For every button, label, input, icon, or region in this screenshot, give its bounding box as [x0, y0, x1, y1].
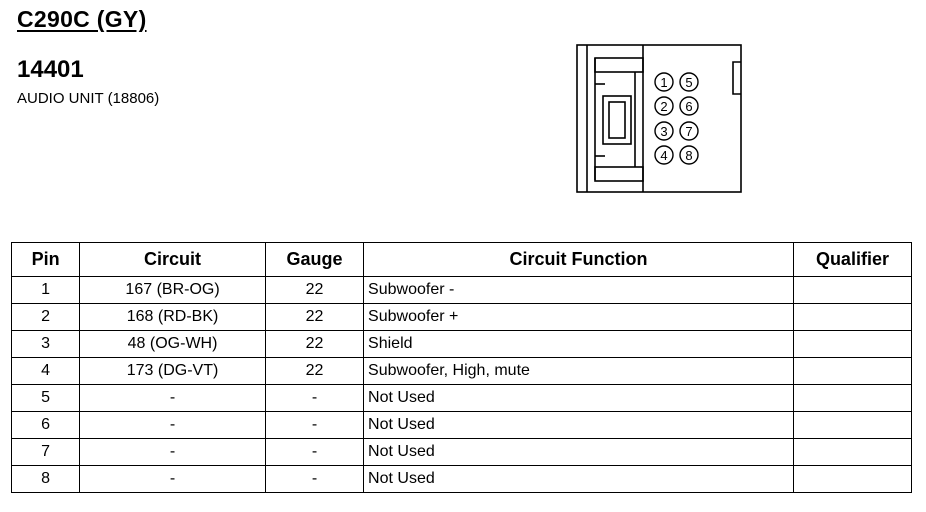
- cell-pin: 2: [10, 303, 81, 331]
- pin-label-2: 2: [660, 99, 667, 114]
- cell-gauge: -: [264, 438, 365, 466]
- pinout-table: Pin Circuit Gauge Circuit Function Quali…: [10, 242, 913, 493]
- table-row: 1 167 (BR-OG) 22 Subwoofer -: [10, 276, 913, 304]
- cell-function: Not Used: [363, 465, 794, 493]
- cell-qualifier: [792, 357, 913, 385]
- pin-label-1: 1: [660, 75, 667, 90]
- pin-cavity-7: [679, 121, 699, 141]
- cell-circuit: 48 (OG-WH): [79, 330, 266, 358]
- header-gauge: Gauge: [264, 242, 365, 277]
- cell-circuit: -: [79, 411, 266, 439]
- pin-cavity-6: [679, 96, 699, 116]
- pin-cavity-8: [679, 145, 699, 165]
- cell-pin: 7: [10, 438, 81, 466]
- table-header-row: Pin Circuit Gauge Circuit Function Quali…: [10, 242, 913, 277]
- cell-qualifier: [792, 276, 913, 304]
- cell-circuit: -: [79, 465, 266, 493]
- connector-title: C290C (GY): [17, 6, 147, 32]
- cell-gauge: 22: [264, 330, 365, 358]
- cell-gauge: -: [264, 411, 365, 439]
- cell-gauge: -: [264, 465, 365, 493]
- pin-cavity-2: [654, 96, 674, 116]
- pin-cavity-1: [654, 72, 674, 92]
- part-name: AUDIO UNIT (18806): [17, 90, 160, 107]
- cell-circuit: -: [79, 384, 266, 412]
- connector-face-diagram: 1 2 3 4 5 6 7 8: [576, 44, 742, 193]
- cell-pin: 8: [10, 465, 81, 493]
- cell-pin: 4: [10, 357, 81, 385]
- cell-function: Not Used: [363, 438, 794, 466]
- cell-circuit: 167 (BR-OG): [79, 276, 266, 304]
- pin-label-8: 8: [685, 148, 692, 163]
- cell-function: Not Used: [363, 384, 794, 412]
- pin-label-4: 4: [660, 148, 667, 163]
- table-row: 3 48 (OG-WH) 22 Shield: [10, 330, 913, 358]
- pin-cavity-4: [654, 145, 674, 165]
- table-row: 4 173 (DG-VT) 22 Subwoofer, High, mute: [10, 357, 913, 385]
- cell-gauge: 22: [264, 276, 365, 304]
- cell-function: Subwoofer +: [363, 303, 794, 331]
- cell-function: Shield: [363, 330, 794, 358]
- table-row: 8 - - Not Used: [10, 465, 913, 493]
- cell-pin: 1: [10, 276, 81, 304]
- header-circuit: Circuit: [79, 242, 266, 277]
- pin-cavity-5: [679, 72, 699, 92]
- pin-label-7: 7: [685, 124, 692, 139]
- cell-gauge: 22: [264, 303, 365, 331]
- cell-pin: 6: [10, 411, 81, 439]
- part-number: 14401: [17, 56, 84, 83]
- table-row: 6 - - Not Used: [10, 411, 913, 439]
- cell-qualifier: [792, 303, 913, 331]
- cell-qualifier: [792, 438, 913, 466]
- pin-label-3: 3: [660, 124, 667, 139]
- cell-function: Subwoofer, High, mute: [363, 357, 794, 385]
- header-pin: Pin: [10, 242, 81, 277]
- cell-qualifier: [792, 330, 913, 358]
- cell-circuit: 168 (RD-BK): [79, 303, 266, 331]
- pin-cavity-3: [654, 121, 674, 141]
- cell-circuit: 173 (DG-VT): [79, 357, 266, 385]
- header-qualifier: Qualifier: [792, 242, 913, 277]
- cell-qualifier: [792, 384, 913, 412]
- cell-gauge: -: [264, 384, 365, 412]
- cell-qualifier: [792, 411, 913, 439]
- cell-function: Subwoofer -: [363, 276, 794, 304]
- pin-label-6: 6: [685, 99, 692, 114]
- cell-gauge: 22: [264, 357, 365, 385]
- header-circuit-function: Circuit Function: [363, 242, 794, 277]
- table-row: 2 168 (RD-BK) 22 Subwoofer +: [10, 303, 913, 331]
- pin-label-5: 5: [685, 75, 692, 90]
- cell-pin: 5: [10, 384, 81, 412]
- cell-function: Not Used: [363, 411, 794, 439]
- cell-circuit: -: [79, 438, 266, 466]
- table-row: 7 - - Not Used: [10, 438, 913, 466]
- cell-pin: 3: [10, 330, 81, 358]
- cell-qualifier: [792, 465, 913, 493]
- table-row: 5 - - Not Used: [10, 384, 913, 412]
